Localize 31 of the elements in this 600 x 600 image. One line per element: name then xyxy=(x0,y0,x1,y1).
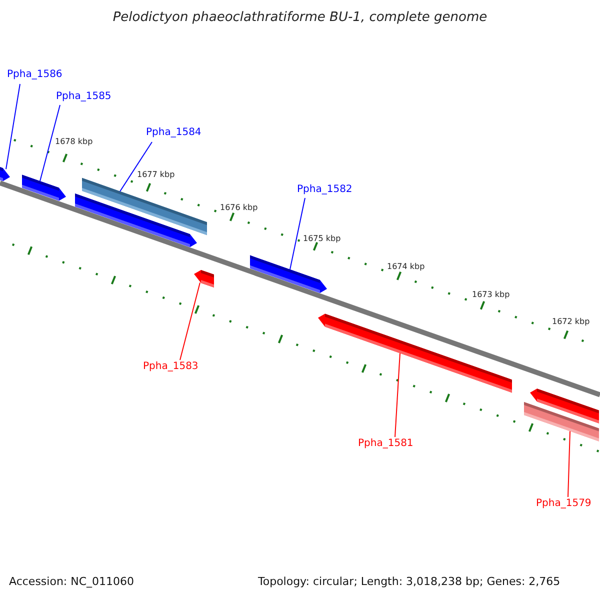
leader-line xyxy=(290,198,306,270)
leader-line xyxy=(120,142,152,192)
title: Pelodictyon phaeoclathratiforme BU-1, complete genome xyxy=(112,11,488,24)
genome-stats-text: Topology: circular; Length: 3,018,238 bp; Genes: 2,765 xyxy=(258,576,560,587)
gene-feature xyxy=(318,314,512,393)
accession-text: Accession: NC_011060 xyxy=(9,576,134,587)
leader-line xyxy=(6,84,20,170)
gene-label: Ppha_1583 xyxy=(143,362,198,372)
leader-line xyxy=(568,430,570,498)
gene-label: Ppha_1586 xyxy=(7,70,62,80)
leader-line xyxy=(394,352,400,438)
scale-label: 1678 kbp xyxy=(55,138,93,146)
gene-feature xyxy=(75,194,197,248)
gene-feature xyxy=(250,255,327,293)
gene-label: Ppha_1581 xyxy=(358,439,414,449)
gene-label: Ppha_1579 xyxy=(536,499,592,509)
scale-label: 1675 kbp xyxy=(303,235,341,243)
scale-label: 1674 kbp xyxy=(387,263,425,271)
gene-label: Ppha_1585 xyxy=(56,92,112,102)
gene-feature xyxy=(0,167,10,182)
gene-feature xyxy=(22,174,66,201)
gene-label: Ppha_1582 xyxy=(297,185,352,195)
scale-label: 1676 kbp xyxy=(220,204,258,212)
scale-label: 1677 kbp xyxy=(137,171,175,179)
leader-line xyxy=(180,282,200,360)
scale-label: 1672 kbp xyxy=(552,318,590,326)
leader-line xyxy=(40,104,60,182)
gene-feature xyxy=(524,402,599,442)
gene-feature xyxy=(194,270,214,288)
scale-label: 1673 kbp xyxy=(472,291,510,299)
gene-label: Ppha_1584 xyxy=(146,128,202,138)
